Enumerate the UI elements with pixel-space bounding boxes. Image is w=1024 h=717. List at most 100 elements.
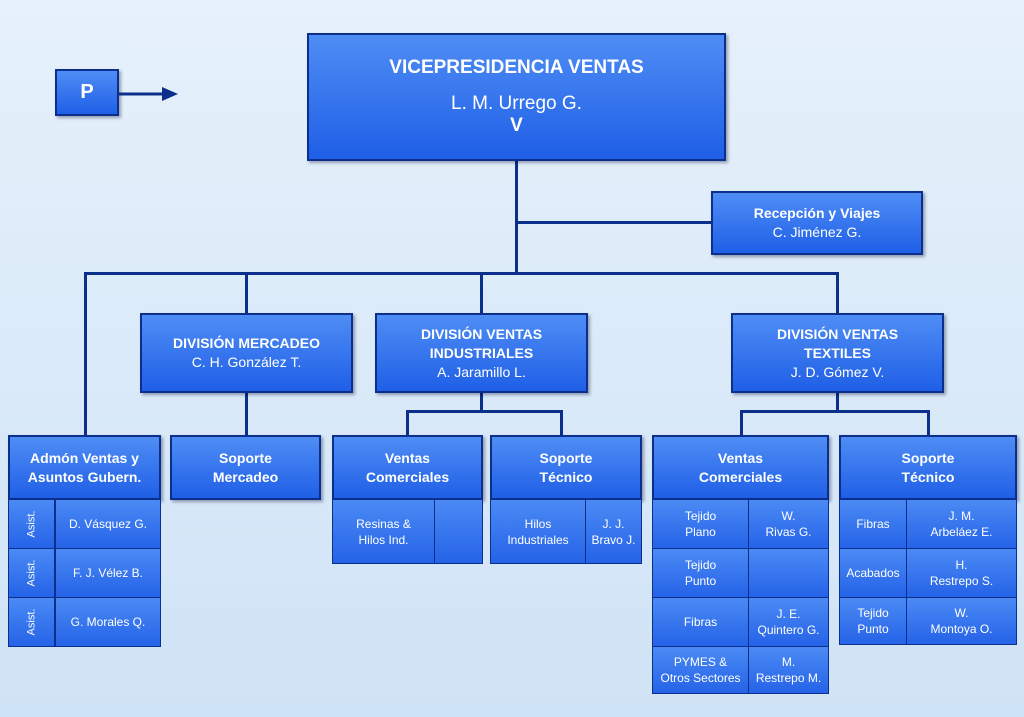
- ventas-tex-area-line-1: Fibras: [683, 615, 718, 629]
- connector-line: [560, 410, 563, 436]
- soporte-tex-area-cell: Tejido Punto: [839, 597, 907, 645]
- connector-line: [836, 392, 839, 412]
- admon-name-cell: D. Vásquez G.: [55, 499, 161, 549]
- ventas-comerciales-tex-title-1: Ventas: [717, 449, 764, 466]
- legend-box: P: [55, 69, 119, 116]
- soporte-ind-area-line-2: Industriales: [507, 532, 569, 547]
- admon-role-label: Asist.: [25, 510, 38, 538]
- connector-line: [836, 272, 839, 314]
- division-industriales-box: DIVISIÓN VENTAS INDUSTRIALES A. Jaramill…: [375, 313, 588, 393]
- ventas-comerciales-ind-box: Ventas Comerciales: [332, 435, 483, 500]
- soporte-ind-name-cell: J. J. Bravo J.: [585, 499, 642, 564]
- ventas-tex-area-line-2: Punto: [684, 574, 717, 588]
- soporte-ind-name-line-2: Bravo J.: [591, 532, 636, 547]
- division-industriales-title-2: INDUSTRIALES: [429, 344, 534, 361]
- connector-line: [245, 392, 248, 436]
- division-industriales-name: A. Jaramillo L.: [437, 363, 526, 380]
- recepcion-title: Recepción y Viajes: [753, 205, 881, 221]
- soporte-tex-name-line-1: W.: [954, 606, 969, 620]
- division-textiles-title-1: DIVISIÓN VENTAS: [776, 325, 899, 342]
- soporte-tecnico-tex-title-1: Soporte: [901, 449, 955, 466]
- soporte-tecnico-ind-title-2: Técnico: [539, 468, 593, 485]
- ventas-tex-area-line-1: Tejido: [684, 558, 717, 572]
- soporte-mercadeo-title-1: Soporte: [219, 449, 272, 466]
- soporte-tex-area-line-1: Tejido: [857, 606, 889, 620]
- ventas-tex-name-cell: [748, 548, 829, 598]
- connector-line: [84, 272, 839, 275]
- soporte-tex-name-line-2: Restrepo S.: [929, 574, 994, 588]
- soporte-tex-name-cell: W. Montoya O.: [906, 597, 1017, 645]
- admon-name-label: G. Morales Q.: [70, 615, 146, 629]
- ventas-tex-area-line-2: Plano: [685, 525, 716, 539]
- ventas-ind-area-line-1: Resinas &: [356, 516, 411, 531]
- connector-line: [927, 410, 930, 436]
- soporte-tex-name-line-2: Montoya O.: [930, 622, 993, 636]
- ventas-tex-area-cell: PYMES & Otros Sectores: [652, 646, 749, 694]
- soporte-tex-area-cell: Acabados: [839, 548, 907, 598]
- ventas-tex-area-line-1: Tejido: [684, 509, 717, 523]
- soporte-tecnico-tex-box: Soporte Técnico: [839, 435, 1017, 500]
- soporte-tex-area-line-1: Fibras: [856, 517, 890, 531]
- admon-ventas-title-2: Asuntos Gubern.: [27, 468, 142, 485]
- division-textiles-box: DIVISIÓN VENTAS TEXTILES J. D. Gómez V.: [731, 313, 944, 393]
- connector-line: [480, 392, 483, 412]
- soporte-tex-name-cell: H. Restrepo S.: [906, 548, 1017, 598]
- admon-name-cell: F. J. Vélez B.: [55, 548, 161, 598]
- ventas-tex-name-line-2: Rivas G.: [765, 525, 812, 539]
- admon-name-label: F. J. Vélez B.: [72, 566, 144, 580]
- admon-role-label: Asist.: [25, 608, 38, 636]
- soporte-tex-area-line-2: Punto: [857, 622, 889, 636]
- division-mercadeo-box: DIVISIÓN MERCADEO C. H. González T.: [140, 313, 353, 393]
- vicepresidencia-code: V: [510, 115, 523, 136]
- soporte-tex-name-line-1: J. M.: [948, 509, 975, 523]
- ventas-comerciales-tex-title-2: Comerciales: [698, 468, 783, 485]
- admon-name-cell: G. Morales Q.: [55, 597, 161, 647]
- ventas-comerciales-ind-title-2: Comerciales: [365, 468, 450, 485]
- admon-role-label: Asist.: [25, 559, 38, 587]
- ventas-tex-name-line-1: M.: [781, 655, 796, 669]
- admon-ventas-title-1: Admón Ventas y: [30, 449, 139, 466]
- division-textiles-name: J. D. Gómez V.: [790, 363, 885, 380]
- ventas-tex-area-line-1: PYMES &: [673, 655, 728, 669]
- connector-line: [406, 410, 409, 436]
- soporte-tex-name-line-2: Arbeláez E.: [930, 525, 993, 539]
- soporte-mercadeo-title-2: Mercadeo: [212, 468, 279, 485]
- soporte-tex-name-line-1: H.: [955, 558, 968, 572]
- admon-role-cell: Asist.: [8, 499, 55, 549]
- soporte-tecnico-ind-title-1: Soporte: [539, 449, 593, 466]
- division-textiles-title-2: TEXTILES: [804, 344, 871, 361]
- soporte-tex-name-cell: J. M. Arbeláez E.: [906, 499, 1017, 549]
- admon-role-cell: Asist.: [8, 548, 55, 598]
- arrow-right-icon: [118, 87, 178, 101]
- ventas-ind-area-line-2: Hilos Ind.: [358, 532, 409, 547]
- soporte-ind-area-cell: Hilos Industriales: [490, 499, 586, 564]
- soporte-ind-area-line-1: Hilos: [524, 516, 552, 531]
- recepcion-box: Recepción y Viajes C. Jiménez G.: [711, 191, 923, 255]
- soporte-tecnico-ind-box: Soporte Técnico: [490, 435, 642, 500]
- division-industriales-title-1: DIVISIÓN VENTAS: [420, 325, 543, 342]
- ventas-ind-name-cell: [434, 499, 483, 564]
- ventas-tex-name-cell: W. Rivas G.: [748, 499, 829, 549]
- soporte-tex-area-line-1: Acabados: [846, 566, 900, 580]
- ventas-tex-area-line-2: Otros Sectores: [660, 671, 741, 685]
- admon-ventas-box: Admón Ventas y Asuntos Gubern.: [8, 435, 161, 500]
- ventas-tex-name-line-1: W.: [781, 509, 796, 523]
- ventas-comerciales-tex-box: Ventas Comerciales: [652, 435, 829, 500]
- legend-label: P: [80, 81, 94, 103]
- connector-line: [245, 272, 248, 314]
- connector-line: [740, 410, 743, 436]
- ventas-tex-name-cell: J. E. Quintero G.: [748, 597, 829, 647]
- connector-line: [84, 272, 87, 435]
- connector-line: [515, 221, 712, 224]
- ventas-tex-name-line-1: J. E.: [776, 607, 801, 621]
- ventas-tex-area-cell: Fibras: [652, 597, 749, 647]
- connector-line: [515, 160, 518, 274]
- admon-role-cell: Asist.: [8, 597, 55, 647]
- ventas-tex-area-cell: Tejido Punto: [652, 548, 749, 598]
- division-mercadeo-name: C. H. González T.: [191, 354, 302, 370]
- connector-line: [740, 410, 930, 413]
- connector-line: [406, 410, 563, 413]
- vicepresidencia-title: VICEPRESIDENCIA VENTAS: [389, 57, 644, 78]
- vicepresidencia-box: VICEPRESIDENCIA VENTAS L. M. Urrego G. V: [307, 33, 726, 161]
- admon-name-label: D. Vásquez G.: [68, 517, 148, 531]
